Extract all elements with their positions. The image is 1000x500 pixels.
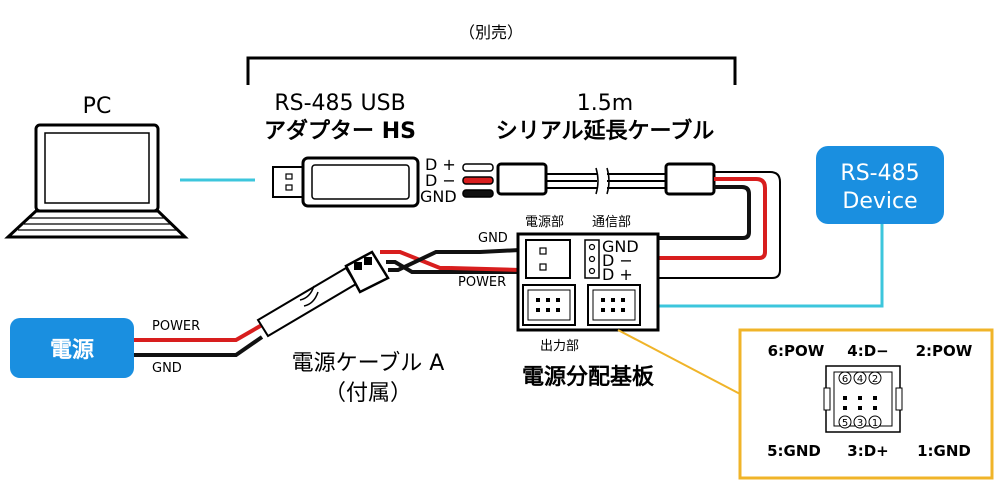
laptop-icon: PC	[4, 94, 189, 239]
pin-num-1: 1	[872, 418, 878, 429]
power-cable-label-1: 電源ケーブル A	[292, 351, 445, 376]
adapter-label-1: RS-485 USB	[274, 91, 405, 116]
board-comm-pin-gnd: GND	[602, 237, 639, 256]
board-input-power-label: POWER	[458, 275, 506, 290]
pinout-top-4: 4:D−	[847, 342, 888, 360]
pin-num-3: 3	[857, 418, 863, 429]
adapter-pin-dplus: D +	[425, 155, 456, 174]
pin-num-2: 2	[872, 374, 878, 385]
pinout-box: 6:POW 4:D− 2:POW 5:GND 3:D+ 1:GND 6 4 2 …	[738, 328, 994, 480]
board-comm-pin-dplus: D +	[602, 265, 633, 284]
board-comm-pin-dminus: D −	[602, 251, 633, 270]
board-title: 電源分配基板	[522, 365, 655, 390]
pc-label: PC	[83, 94, 112, 119]
power-wire-label-left: POWER	[152, 319, 200, 334]
pinout-bottom-5: 5:GND	[767, 442, 821, 460]
board-output-label: 出力部	[540, 339, 579, 354]
serial-extension-cable: 1.5m シリアル延長ケーブル	[496, 91, 781, 279]
device-link-line	[632, 224, 884, 308]
pinout-bottom-3: 3:D+	[847, 442, 888, 460]
power-source: 電源	[10, 318, 134, 378]
ext-cable-label-2: シリアル延長ケーブル	[496, 118, 714, 144]
power-source-label: 電源	[50, 338, 94, 363]
separately-sold-bracket: （別売）	[246, 23, 737, 85]
pin-num-4: 4	[857, 374, 863, 385]
power-cable-label-2: （付属）	[324, 381, 412, 406]
usb-adapter: RS-485 USB アダプター HS D + D − GND	[264, 91, 494, 208]
board-input-gnd-label: GND	[478, 231, 508, 246]
adapter-pin-gnd: GND	[420, 187, 457, 206]
device-label-2: Device	[842, 189, 917, 214]
adapter-label-2: アダプター HS	[264, 118, 416, 144]
board-section-power: 電源部	[525, 215, 564, 230]
device-label-1: RS-485	[840, 161, 919, 186]
board-section-comm: 通信部	[592, 215, 631, 230]
pinout-top-6: 6:POW	[768, 342, 825, 360]
pinout-callout-line	[617, 329, 743, 396]
pinout-bottom-1: 1:GND	[917, 442, 971, 460]
pin-num-5: 5	[842, 418, 848, 429]
rs485-device: RS-485 Device	[816, 146, 944, 224]
bracket-label: （別売）	[459, 23, 523, 42]
connector-face-icon: 6 4 2 5 3 1	[823, 365, 903, 433]
pin-num-6: 6	[842, 374, 848, 385]
power-cable-a: POWER GND 電源ケーブル A （付属）	[134, 248, 521, 406]
pinout-top-2: 2:POW	[916, 342, 973, 360]
gnd-wire-label-left: GND	[152, 361, 182, 376]
power-distribution-board: GND POWER 電源部 通信部 GND D − D + 出力部 電源分配基板	[458, 215, 660, 390]
ext-cable-label-1: 1.5m	[577, 91, 633, 116]
adapter-pin-dminus: D −	[425, 171, 456, 190]
